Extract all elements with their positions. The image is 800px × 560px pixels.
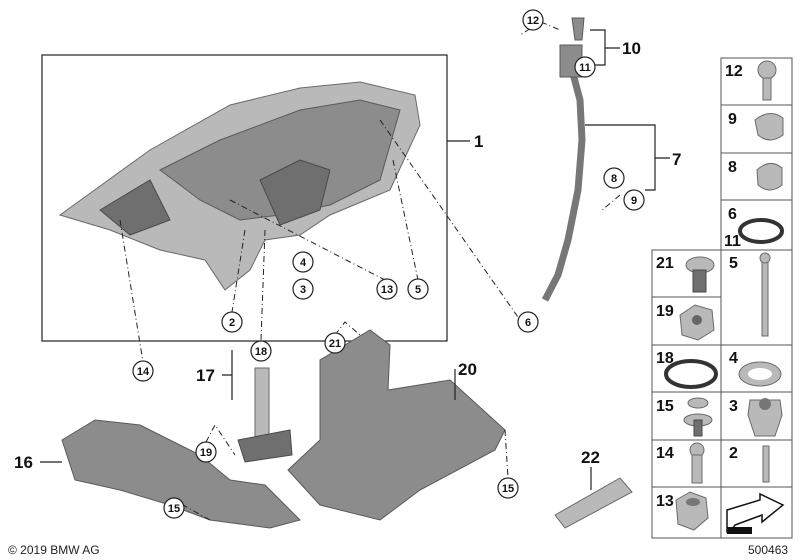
callout-number: 15 <box>502 483 514 495</box>
label-17: 17 <box>196 366 215 385</box>
legend-6: 6 <box>728 206 737 223</box>
callout-circle <box>497 477 519 499</box>
legend-19: 19 <box>656 303 674 320</box>
leader-lines <box>40 21 670 521</box>
callout-circle <box>407 278 429 300</box>
legend-2: 2 <box>729 445 738 462</box>
callout-number: 12 <box>527 15 539 27</box>
label-10: 10 <box>622 39 641 58</box>
callout-circle <box>163 497 185 519</box>
callout-9: 9 <box>623 189 645 211</box>
sealant-tube-illustration <box>554 477 633 529</box>
callout-15: 15 <box>163 497 185 519</box>
callout-circle <box>132 360 154 382</box>
callout-3: 3 <box>292 278 314 300</box>
underbody-shield-illustration <box>287 329 506 521</box>
callout-circle <box>195 441 217 463</box>
label-20: 20 <box>458 360 477 379</box>
callout-circle <box>221 311 243 333</box>
callout-15: 15 <box>497 477 519 499</box>
legend-11: 11 <box>724 233 741 250</box>
callout-21: 21 <box>324 332 346 354</box>
callout-number: 3 <box>300 284 306 296</box>
callout-circle <box>522 9 544 31</box>
callout-circle <box>623 189 645 211</box>
callout-circle <box>250 340 272 362</box>
callout-2: 2 <box>221 311 243 333</box>
callout-8: 8 <box>603 167 625 189</box>
callout-18: 18 <box>250 340 272 362</box>
label-22: 22 <box>581 448 600 467</box>
legend-15: 15 <box>656 398 674 415</box>
legend-part-icons <box>664 60 785 534</box>
callout-circle <box>324 332 346 354</box>
diagram-number: 500463 <box>748 543 788 557</box>
callout-number: 21 <box>329 338 341 350</box>
parts-legend: 12 9 8 6 11 21 5 19 18 4 15 3 14 2 13 <box>651 57 793 539</box>
callout-number: 14 <box>137 366 150 378</box>
legend-18: 18 <box>656 350 674 367</box>
legend-3: 3 <box>729 398 738 415</box>
callouts: 12 11 8 9 4 3 13 5 2 6 18 14 21 19 15 15 <box>132 9 645 519</box>
callout-number: 18 <box>255 346 267 358</box>
label-1: 1 <box>474 132 483 151</box>
legend-12: 12 <box>725 63 743 80</box>
callout-11: 11 <box>574 56 596 78</box>
legend-8: 8 <box>728 159 737 176</box>
legend-13: 13 <box>656 493 674 510</box>
callout-4: 4 <box>292 251 314 273</box>
callout-number: 19 <box>200 447 212 459</box>
callout-circle <box>376 278 398 300</box>
oil-filter-stud-illustration <box>237 367 293 463</box>
arrow-icon <box>726 492 785 533</box>
callout-circle <box>574 56 596 78</box>
oil-pan-illustration <box>58 81 421 291</box>
callout-circle <box>292 278 314 300</box>
legend-5: 5 <box>729 255 738 272</box>
legend-21: 21 <box>656 255 674 272</box>
callout-number: 6 <box>525 317 531 329</box>
callout-6: 6 <box>517 311 539 333</box>
callout-12: 12 <box>522 9 544 31</box>
callout-circle <box>603 167 625 189</box>
callout-number: 13 <box>381 284 393 296</box>
copyright: © 2019 BMW AG <box>8 543 100 557</box>
callout-number: 8 <box>611 173 617 185</box>
callout-circle <box>517 311 539 333</box>
callout-13: 13 <box>376 278 398 300</box>
legend-4: 4 <box>729 350 738 367</box>
splash-shield-illustration <box>61 419 301 529</box>
callout-number: 15 <box>168 503 180 515</box>
callout-19: 19 <box>195 441 217 463</box>
label-7: 7 <box>672 150 681 169</box>
callout-number: 5 <box>415 284 421 296</box>
callout-circle <box>292 251 314 273</box>
legend-14: 14 <box>656 445 674 462</box>
callout-5: 5 <box>407 278 429 300</box>
legend-9: 9 <box>728 111 737 128</box>
label-16: 16 <box>14 453 33 472</box>
callout-number: 11 <box>579 62 591 74</box>
callout-14: 14 <box>132 360 154 382</box>
callout-number: 4 <box>300 257 307 269</box>
callout-number: 9 <box>631 195 637 207</box>
callout-number: 2 <box>229 317 235 329</box>
oil-pan-group-frame <box>41 54 448 342</box>
